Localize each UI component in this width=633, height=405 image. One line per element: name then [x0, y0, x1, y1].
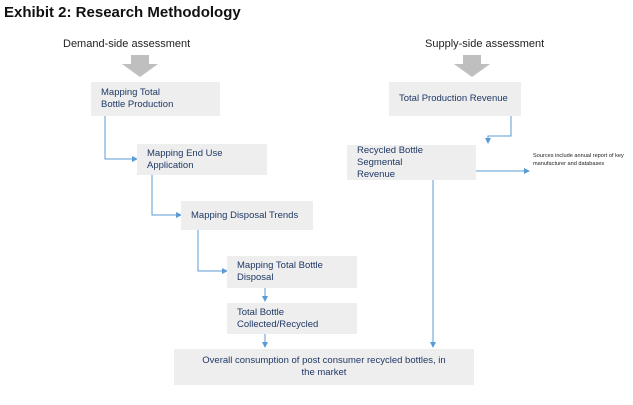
box-label-line1: Mapping Total: [101, 87, 160, 98]
supply-input-arrow: [454, 55, 490, 77]
box-label-line1: Total Bottle: [237, 306, 284, 318]
box-mapping-disposal-trends: Mapping Disposal Trends: [181, 201, 313, 230]
demand-side-heading: Demand-side assessment: [63, 38, 191, 50]
connector-production-to-end-use: [104, 116, 138, 162]
box-label-line2: Application: [147, 159, 194, 171]
result-label-line1: Overall consumption of post consumer rec…: [202, 355, 446, 366]
demand-input-arrow: [122, 55, 158, 77]
box-mapping-end-use-application: Mapping End Use Application: [137, 144, 267, 175]
box-label-line1: Mapping Disposal Trends: [191, 209, 299, 221]
box-label-line2: Bottle Production: [101, 99, 174, 110]
box-label-line1: Mapping Total Bottle: [237, 260, 323, 271]
box-overall-consumption: Overall consumption of post consumer rec…: [174, 349, 474, 385]
connector-disposal-trends-to-total-disposal: [197, 230, 228, 274]
result-label-line2: the market: [301, 367, 347, 378]
box-recycled-bottle-segmental-revenue: Recycled Bottle Segmental Revenue: [347, 145, 476, 180]
box-mapping-total-bottle-disposal: Mapping Total Bottle Disposal: [227, 256, 357, 288]
box-label-line1: Total Production Revenue: [399, 93, 508, 104]
connector-end-use-to-disposal-trends: [151, 175, 182, 218]
box-label-line2: Revenue: [357, 168, 396, 180]
sources-note: Sources include annual report of key man…: [533, 153, 624, 167]
box-mapping-total-bottle-production: Mapping Total Bottle Production: [91, 82, 220, 116]
box-total-bottle-collected-recycled: Total Bottle Collected/Recycled: [227, 303, 357, 334]
box-label-line2: Disposal: [237, 272, 274, 283]
box-label-line1: Mapping End Use: [147, 147, 223, 159]
exhibit-title: Exhibit 2: Research Methodology: [4, 4, 241, 21]
connector-revenue-to-segmental: [485, 116, 512, 144]
supply-side-heading: Supply-side assessment: [425, 38, 545, 50]
box-total-production-revenue: Total Production Revenue: [389, 82, 521, 116]
box-label-line2: Collected/Recycled: [237, 318, 319, 330]
box-label-line1: Recycled Bottle Segmental: [357, 144, 424, 168]
